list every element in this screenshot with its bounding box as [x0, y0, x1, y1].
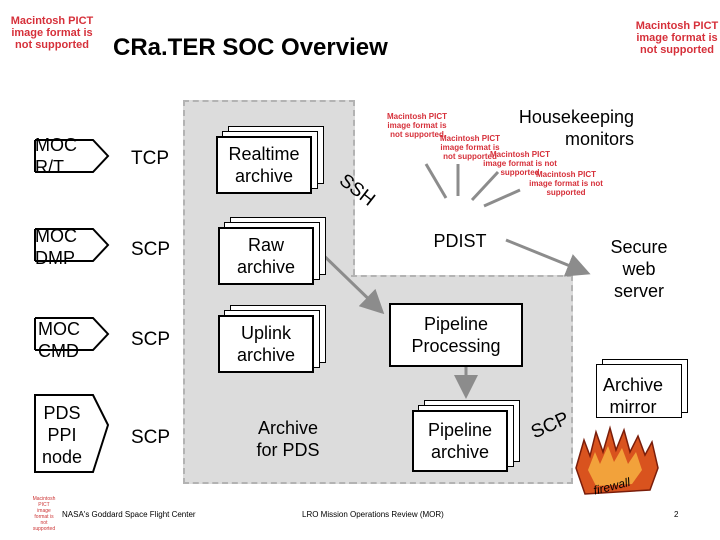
monitor-pict-d: Macintosh PICT image format is not suppo… [529, 170, 603, 197]
protocol-scp-dmp: SCP [131, 239, 171, 260]
protocol-scp-cmd: SCP [131, 329, 171, 350]
pict-placeholder-top-right: Macintosh PICT image format is not suppo… [635, 20, 719, 56]
footer-organization: NASA's Goddard Space Flight Center [62, 510, 196, 519]
footer-review-title: LRO Mission Operations Review (MOR) [302, 510, 444, 519]
protocol-scp-pds: SCP [131, 427, 171, 448]
footer-logo-pict: Macintosh PICT image format is not suppo… [32, 496, 56, 532]
firewall-flames [575, 425, 659, 495]
page-number: 2 [674, 510, 679, 519]
monitor-pict-a: Macintosh PICT image format is not suppo… [386, 112, 447, 139]
protocol-tcp: TCP [131, 148, 169, 169]
monitor-pict-b: Macintosh PICT image format is not suppo… [439, 134, 500, 161]
pdist-box: PDIST [433, 231, 487, 251]
page-title: CRa.TER SOC Overview [113, 34, 388, 61]
pict-placeholder-top-left: Macintosh PICT image format is not suppo… [10, 15, 94, 51]
monitor-pict-c: Macintosh PICT image format is not suppo… [483, 150, 557, 177]
